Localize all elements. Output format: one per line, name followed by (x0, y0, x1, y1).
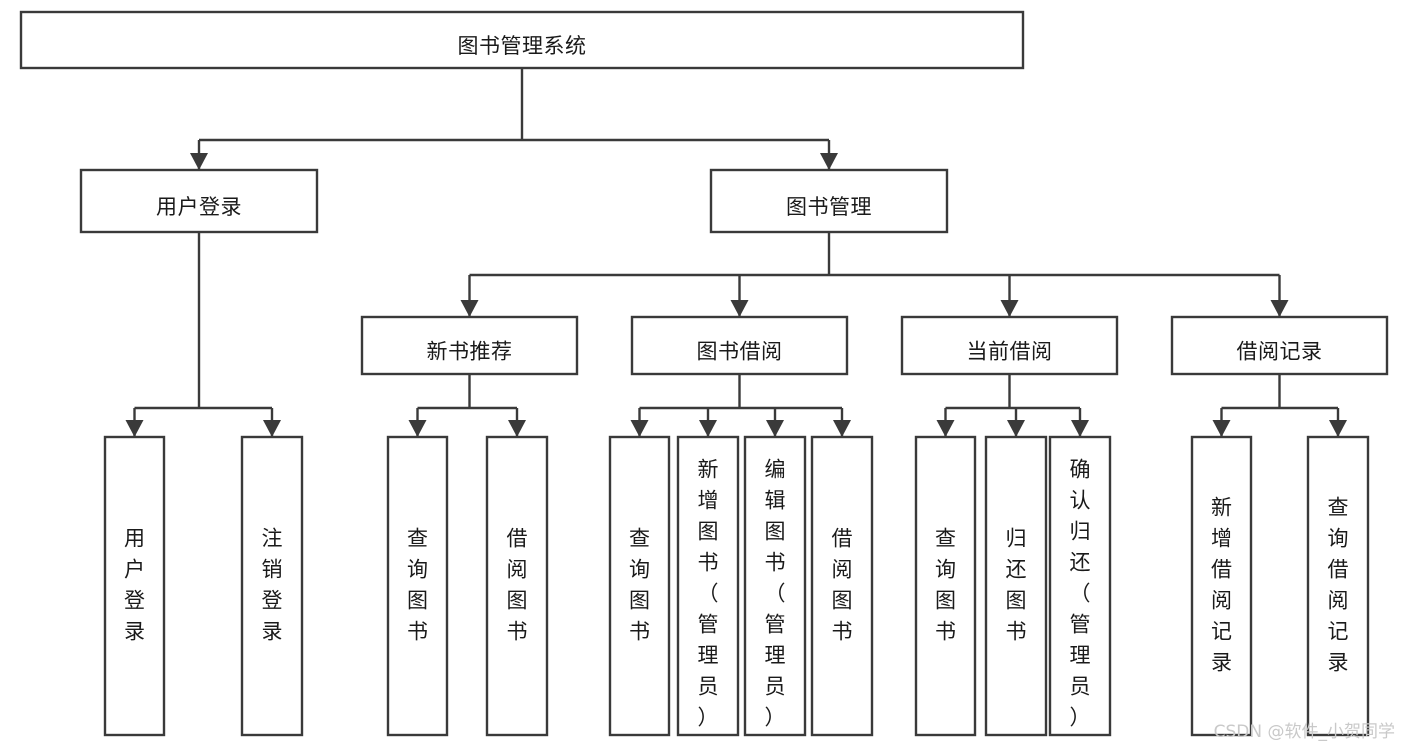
arrow-head-book-manage-1 (730, 300, 749, 317)
node-box-leaf-borrow-edit[interactable] (743, 435, 807, 737)
node-borrow-record[interactable]: 借阅记录 (1170, 315, 1389, 376)
node-box-leaf-record-add[interactable] (1190, 435, 1253, 737)
node-leaf-current-confirm[interactable]: 确认归还（管理员） (1048, 435, 1112, 737)
arrow-head-root-0 (190, 153, 208, 170)
node-label-leaf-current-query: 查询图书 (935, 527, 956, 644)
arrow-head-record-1 (1329, 420, 1347, 437)
node-label-book-borrow: 图书借阅 (697, 340, 783, 364)
node-box-leaf-user-logout[interactable] (240, 435, 304, 737)
node-leaf-borrow-add[interactable]: 新增图书（管理员） (676, 435, 740, 737)
node-box-leaf-current-return[interactable] (984, 435, 1048, 737)
node-box-borrow-record[interactable] (1170, 315, 1389, 376)
node-box-leaf-user-login[interactable] (103, 435, 166, 737)
node-new-book-recommend[interactable]: 新书推荐 (360, 315, 579, 376)
node-book-manage[interactable]: 图书管理 (709, 168, 949, 234)
connector-layer (125, 68, 1347, 437)
node-box-leaf-borrow-add[interactable] (676, 435, 740, 737)
arrow-head-borrow-2 (766, 420, 784, 437)
node-box-leaf-record-query[interactable] (1306, 435, 1370, 737)
node-root[interactable]: 图书管理系统 (19, 10, 1025, 70)
node-label-leaf-recommend-borrow: 借阅图书 (507, 527, 528, 644)
node-book-borrow[interactable]: 图书借阅 (630, 315, 849, 376)
node-box-leaf-current-confirm[interactable] (1048, 435, 1112, 737)
node-box-leaf-borrow-query[interactable] (608, 435, 671, 737)
node-box-current-borrow[interactable] (900, 315, 1119, 376)
watermark-text: CSDN @软件_小贺同学 (1213, 722, 1395, 742)
node-label-leaf-borrow-add: 新增图书（管理员） (698, 458, 719, 730)
node-current-borrow[interactable]: 当前借阅 (900, 315, 1119, 376)
arrow-head-borrow-1 (699, 420, 717, 437)
node-label-leaf-user-login: 用户登录 (124, 527, 145, 644)
node-label-book-manage: 图书管理 (786, 195, 872, 219)
node-box-user-login[interactable] (79, 168, 319, 234)
node-box-leaf-recommend-query[interactable] (386, 435, 449, 737)
node-box-leaf-borrow-lend[interactable] (810, 435, 874, 737)
node-label-leaf-borrow-edit: 编辑图书（管理员） (765, 458, 786, 730)
node-label-leaf-recommend-query: 查询图书 (407, 527, 428, 644)
node-user-login[interactable]: 用户登录 (79, 168, 319, 234)
node-label-leaf-record-query: 查询借阅记录 (1328, 496, 1349, 675)
node-box-new-book-recommend[interactable] (360, 315, 579, 376)
node-leaf-record-query[interactable]: 查询借阅记录 (1306, 435, 1370, 737)
arrow-head-root-1 (820, 153, 838, 170)
node-label-user-login: 用户登录 (156, 195, 242, 219)
node-box-book-borrow[interactable] (630, 315, 849, 376)
node-leaf-borrow-query[interactable]: 查询图书 (608, 435, 671, 737)
node-box-book-manage[interactable] (709, 168, 949, 234)
node-label-leaf-record-add: 新增借阅记录 (1211, 496, 1232, 675)
node-leaf-current-return[interactable]: 归还图书 (984, 435, 1048, 737)
arrow-head-borrow-0 (630, 420, 649, 437)
arrow-head-current-2 (1071, 420, 1089, 437)
node-label-root: 图书管理系统 (458, 34, 587, 58)
node-layer: 图书管理系统用户登录图书管理新书推荐图书借阅当前借阅借阅记录用户登录注销登录查询… (19, 10, 1389, 737)
node-box-leaf-current-query[interactable] (914, 435, 977, 737)
node-leaf-user-logout[interactable]: 注销登录 (240, 435, 304, 737)
node-label-borrow-record: 借阅记录 (1237, 340, 1323, 364)
arrow-head-user-login-1 (263, 420, 281, 437)
node-leaf-recommend-query[interactable]: 查询图书 (386, 435, 449, 737)
node-label-leaf-user-logout: 注销登录 (262, 527, 283, 644)
node-leaf-borrow-edit[interactable]: 编辑图书（管理员） (743, 435, 807, 737)
node-label-leaf-borrow-query: 查询图书 (629, 527, 650, 644)
arrow-head-book-manage-0 (460, 300, 479, 317)
node-label-new-book-recommend: 新书推荐 (427, 340, 513, 364)
node-leaf-recommend-borrow[interactable]: 借阅图书 (485, 435, 549, 737)
arrow-head-book-manage-3 (1270, 300, 1289, 317)
node-leaf-record-add[interactable]: 新增借阅记录 (1190, 435, 1253, 737)
node-leaf-borrow-lend[interactable]: 借阅图书 (810, 435, 874, 737)
node-label-leaf-current-confirm: 确认归还（管理员） (1070, 458, 1091, 730)
arrow-head-borrow-3 (833, 420, 851, 437)
node-leaf-user-login[interactable]: 用户登录 (103, 435, 166, 737)
node-label-leaf-current-return: 归还图书 (1006, 527, 1027, 644)
arrow-head-book-manage-2 (1000, 300, 1019, 317)
arrow-head-recommend-0 (408, 420, 427, 437)
node-label-current-borrow: 当前借阅 (967, 340, 1053, 364)
arrow-head-current-0 (936, 420, 955, 437)
node-leaf-current-query[interactable]: 查询图书 (914, 435, 977, 737)
arrow-head-recommend-1 (508, 420, 526, 437)
arrow-head-record-0 (1212, 420, 1231, 437)
node-box-root[interactable] (19, 10, 1025, 70)
arrow-head-user-login-0 (125, 420, 144, 437)
arrow-head-current-1 (1007, 420, 1025, 437)
node-box-leaf-recommend-borrow[interactable] (485, 435, 549, 737)
node-label-leaf-borrow-lend: 借阅图书 (832, 527, 853, 644)
